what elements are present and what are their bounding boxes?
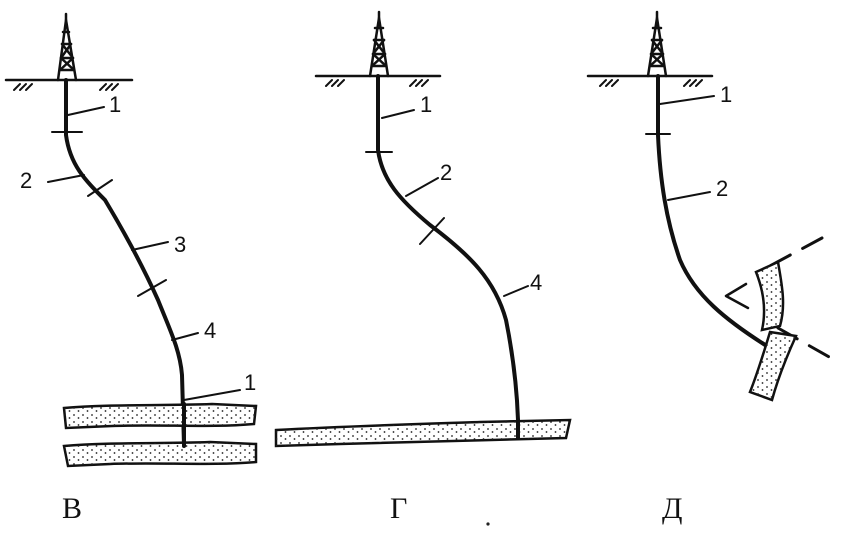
figure-d: 1 2 Д — [586, 10, 840, 525]
wellbore-path — [376, 74, 520, 422]
drilling-rig-icon — [56, 12, 78, 82]
sand-layer-fill — [750, 332, 796, 400]
fault-angle-mark — [724, 282, 750, 310]
segment-label: 4 — [204, 318, 216, 343]
drilling-rig-icon — [646, 10, 668, 78]
segment-label: 1 — [244, 370, 256, 395]
figure-v: 1 2 3 4 1 В — [4, 12, 258, 525]
wellbore-path — [656, 74, 772, 350]
segment-label: 1 — [720, 82, 732, 107]
figure-caption: В — [62, 492, 82, 525]
drilling-rig-icon — [368, 10, 390, 78]
wellbore-path — [64, 78, 186, 447]
figure-g: 1 2 4 Г — [274, 10, 572, 525]
figure-caption: Д — [662, 492, 682, 525]
segment-label: 1 — [109, 92, 121, 117]
sand-layer-fill — [276, 420, 570, 446]
ground-surface — [4, 78, 134, 91]
segment-label: 3 — [174, 232, 186, 257]
sand-layer-fill — [64, 442, 256, 466]
segment-label: 2 — [20, 168, 32, 193]
sand-layer-fill — [64, 404, 256, 428]
segment-label: 1 — [420, 92, 432, 117]
segment-label: 2 — [440, 160, 452, 185]
ground-surface — [586, 74, 714, 87]
sand-layer-fill — [756, 262, 784, 330]
stray-dot — [486, 522, 490, 526]
figure-caption: Г — [390, 492, 407, 525]
segment-label: 4 — [530, 270, 542, 295]
segment-label: 2 — [716, 176, 728, 201]
